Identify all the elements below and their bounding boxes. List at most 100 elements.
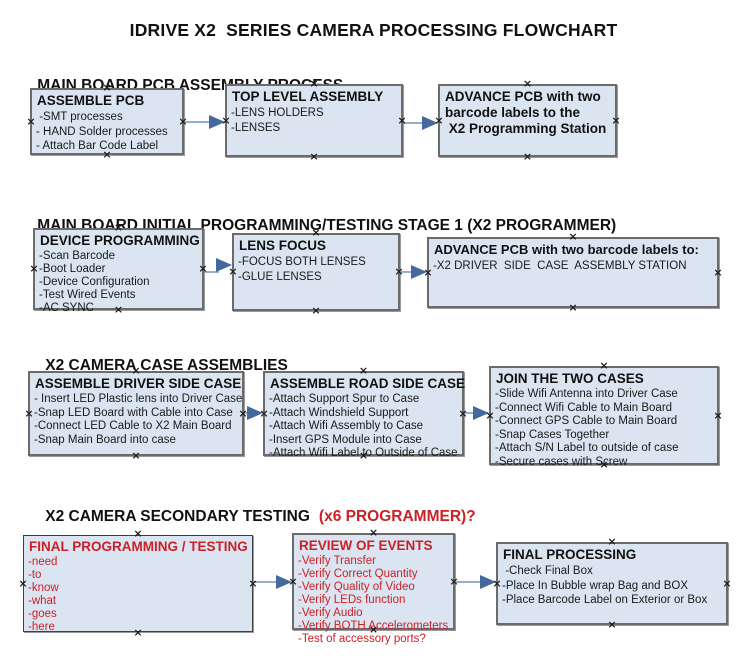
connection-point-icon <box>568 303 578 313</box>
box-title: ASSEMBLE ROAD SIDE CASE <box>270 376 466 391</box>
flow-box-advance-pcb-driver-side-station: ADVANCE PCB with two barcode labels to: … <box>427 237 719 308</box>
connection-point-icon <box>607 537 617 547</box>
box-item: -GLUE LENSES <box>238 270 322 283</box>
box-item: -Verify Quality of Video <box>298 581 415 593</box>
box-item: -Scan Barcode <box>39 250 116 262</box>
connection-point-icon <box>228 267 238 277</box>
connection-point-icon <box>114 305 124 315</box>
box-item: -Test Wired Events <box>39 289 136 301</box>
box-item: -Attach Wifi Assembly to Case <box>269 420 424 432</box>
flow-box-join-the-two-cases: JOIN THE TWO CASES -Slide Wifi Antenna i… <box>489 366 719 468</box>
box-item: -X2 DRIVER SIDE CASE ASSEMBLY STATION <box>433 260 687 272</box>
box-title: DEVICE PROGRAMMING <box>40 233 200 248</box>
connection-point-icon <box>369 625 379 635</box>
box-item: -Slide Wifi Antenna into Driver Case <box>495 388 678 400</box>
box-title: ASSEMBLE DRIVER SIDE CASE <box>35 376 242 391</box>
connection-point-icon <box>485 411 495 421</box>
connection-point-icon <box>713 411 723 421</box>
box-item: -Connect GPS Cable to Main Board <box>495 415 678 427</box>
box-item: -Verify BOTH Accelerometers <box>298 620 449 632</box>
connection-point-icon <box>29 264 39 274</box>
connection-point-icon <box>607 620 617 630</box>
flow-box-device-programming: DEVICE PROGRAMMING -Scan Barcode-Boot Lo… <box>33 228 204 314</box>
connection-point-icon <box>131 366 141 376</box>
connection-point-icon <box>599 460 609 470</box>
connection-point-icon <box>259 409 269 419</box>
section-heading-secondary-testing: X2 CAMERA SECONDARY TESTING(x6 PROGRAMME… <box>28 490 476 544</box>
connection-point-icon <box>523 79 533 89</box>
box-title: ADVANCE PCB with two barcode labels to: <box>434 242 699 257</box>
box-item: -Place Barcode Label on Exterior or Box <box>502 594 708 606</box>
connection-point-icon <box>131 451 141 461</box>
box-item: -Attach Support Spur to Case <box>269 393 420 405</box>
box-item: -Boot Loader <box>39 263 106 275</box>
box-item: -LENSES <box>231 121 281 134</box>
connection-point-icon <box>458 409 468 419</box>
connection-point-icon <box>397 116 407 126</box>
flow-box-final-processing: FINAL PROCESSING -Check Final Box-Place … <box>496 542 728 625</box>
connection-point-icon <box>238 409 248 419</box>
connection-point-icon <box>611 116 621 126</box>
box-item: -Verify Correct Quantity <box>298 568 418 580</box>
connection-point-icon <box>26 117 36 127</box>
box-item: -FOCUS BOTH LENSES <box>238 256 366 268</box>
box-item: -Verify LEDs function <box>298 594 406 606</box>
box-item: -Attach Windshield Support <box>269 406 409 419</box>
box-title: LENS FOCUS <box>239 238 327 253</box>
box-item: -know <box>28 582 59 594</box>
box-item: -Secure cases with Screw <box>495 455 628 468</box>
box-item: -AC SYNC <box>39 302 94 314</box>
connection-point-icon <box>359 451 369 461</box>
connection-point-icon <box>311 306 321 316</box>
box-item: -Snap Cases Together <box>495 428 610 441</box>
connection-point-icon <box>722 579 732 589</box>
box-item: -to <box>28 569 42 581</box>
connection-point-icon <box>434 116 444 126</box>
flow-box-assemble-pcb: ASSEMBLE PCB -SMT processes- HAND Solder… <box>30 88 184 155</box>
box-title: ASSEMBLE PCB <box>37 93 145 108</box>
section-heading-accent: (x6 PROGRAMMER)? <box>318 508 476 525</box>
box-items: -FOCUS BOTH LENSES -GLUE LENSES <box>234 254 398 284</box>
box-items: -SMT processes- HAND Solder processes- A… <box>32 109 182 154</box>
box-item: -Snap Main Board into case <box>34 433 176 446</box>
box-title: FINAL PROGRAMMING / TESTING <box>29 539 248 554</box>
connection-point-icon <box>221 116 231 126</box>
connection-point-icon <box>133 628 143 638</box>
box-items: -Attach Support Spur to Case-Attach Wind… <box>265 392 462 461</box>
flow-box-assemble-driver-side-case: ASSEMBLE DRIVER SIDE CASE - Insert LED P… <box>28 371 244 456</box>
connection-point-icon <box>309 152 319 162</box>
box-item: - HAND Solder processes <box>36 125 168 138</box>
box-items: -Scan Barcode-Boot Loader-Device Configu… <box>35 249 202 315</box>
connection-point-icon <box>394 267 404 277</box>
connection-point-icon <box>311 228 321 238</box>
box-items: -LENS HOLDERS -LENSES <box>227 105 401 135</box>
connection-point-icon <box>24 409 34 419</box>
box-items <box>440 137 615 138</box>
flow-box-lens-focus: LENS FOCUS -FOCUS BOTH LENSES -GLUE LENSE… <box>232 233 400 311</box>
box-item: - Attach Bar Code Label <box>36 140 159 152</box>
box-items: - Insert LED Plastic lens into Driver Ca… <box>30 392 242 447</box>
connection-point-icon <box>359 366 369 376</box>
box-item: -LENS HOLDERS <box>231 107 324 119</box>
box-item: -Insert GPS Module into Case <box>269 433 422 446</box>
flow-box-final-programming-testing: FINAL PROGRAMMING / TESTING -need-to-kno… <box>23 535 253 633</box>
connection-point-icon <box>248 579 258 589</box>
connection-point-icon <box>102 83 112 93</box>
connection-point-icon <box>449 577 459 587</box>
box-title: FINAL PROCESSING <box>503 547 637 562</box>
connection-point-icon <box>18 579 28 589</box>
box-item: -need <box>28 556 58 568</box>
box-items: -X2 DRIVER SIDE CASE ASSEMBLY STATION <box>429 258 717 274</box>
connection-point-icon <box>178 117 188 127</box>
flow-box-assemble-road-side-case: ASSEMBLE ROAD SIDE CASE -Attach Support … <box>263 371 466 459</box>
connection-point-icon <box>288 577 298 587</box>
box-item: -Device Configuration <box>39 276 150 288</box>
connection-point-icon <box>713 268 723 278</box>
connection-point-icon <box>133 529 143 539</box>
box-items: -Check Final Box-Place In Bubble wrap Ba… <box>498 563 726 608</box>
box-title: JOIN THE TWO CASES <box>496 371 644 386</box>
connection-point-icon <box>114 223 124 233</box>
box-item: -Check Final Box <box>502 565 593 577</box>
box-items: -Verify Transfer-Verify Correct Quantity… <box>294 554 453 646</box>
box-item: -Snap LED Board with Cable into Case <box>34 406 233 419</box>
